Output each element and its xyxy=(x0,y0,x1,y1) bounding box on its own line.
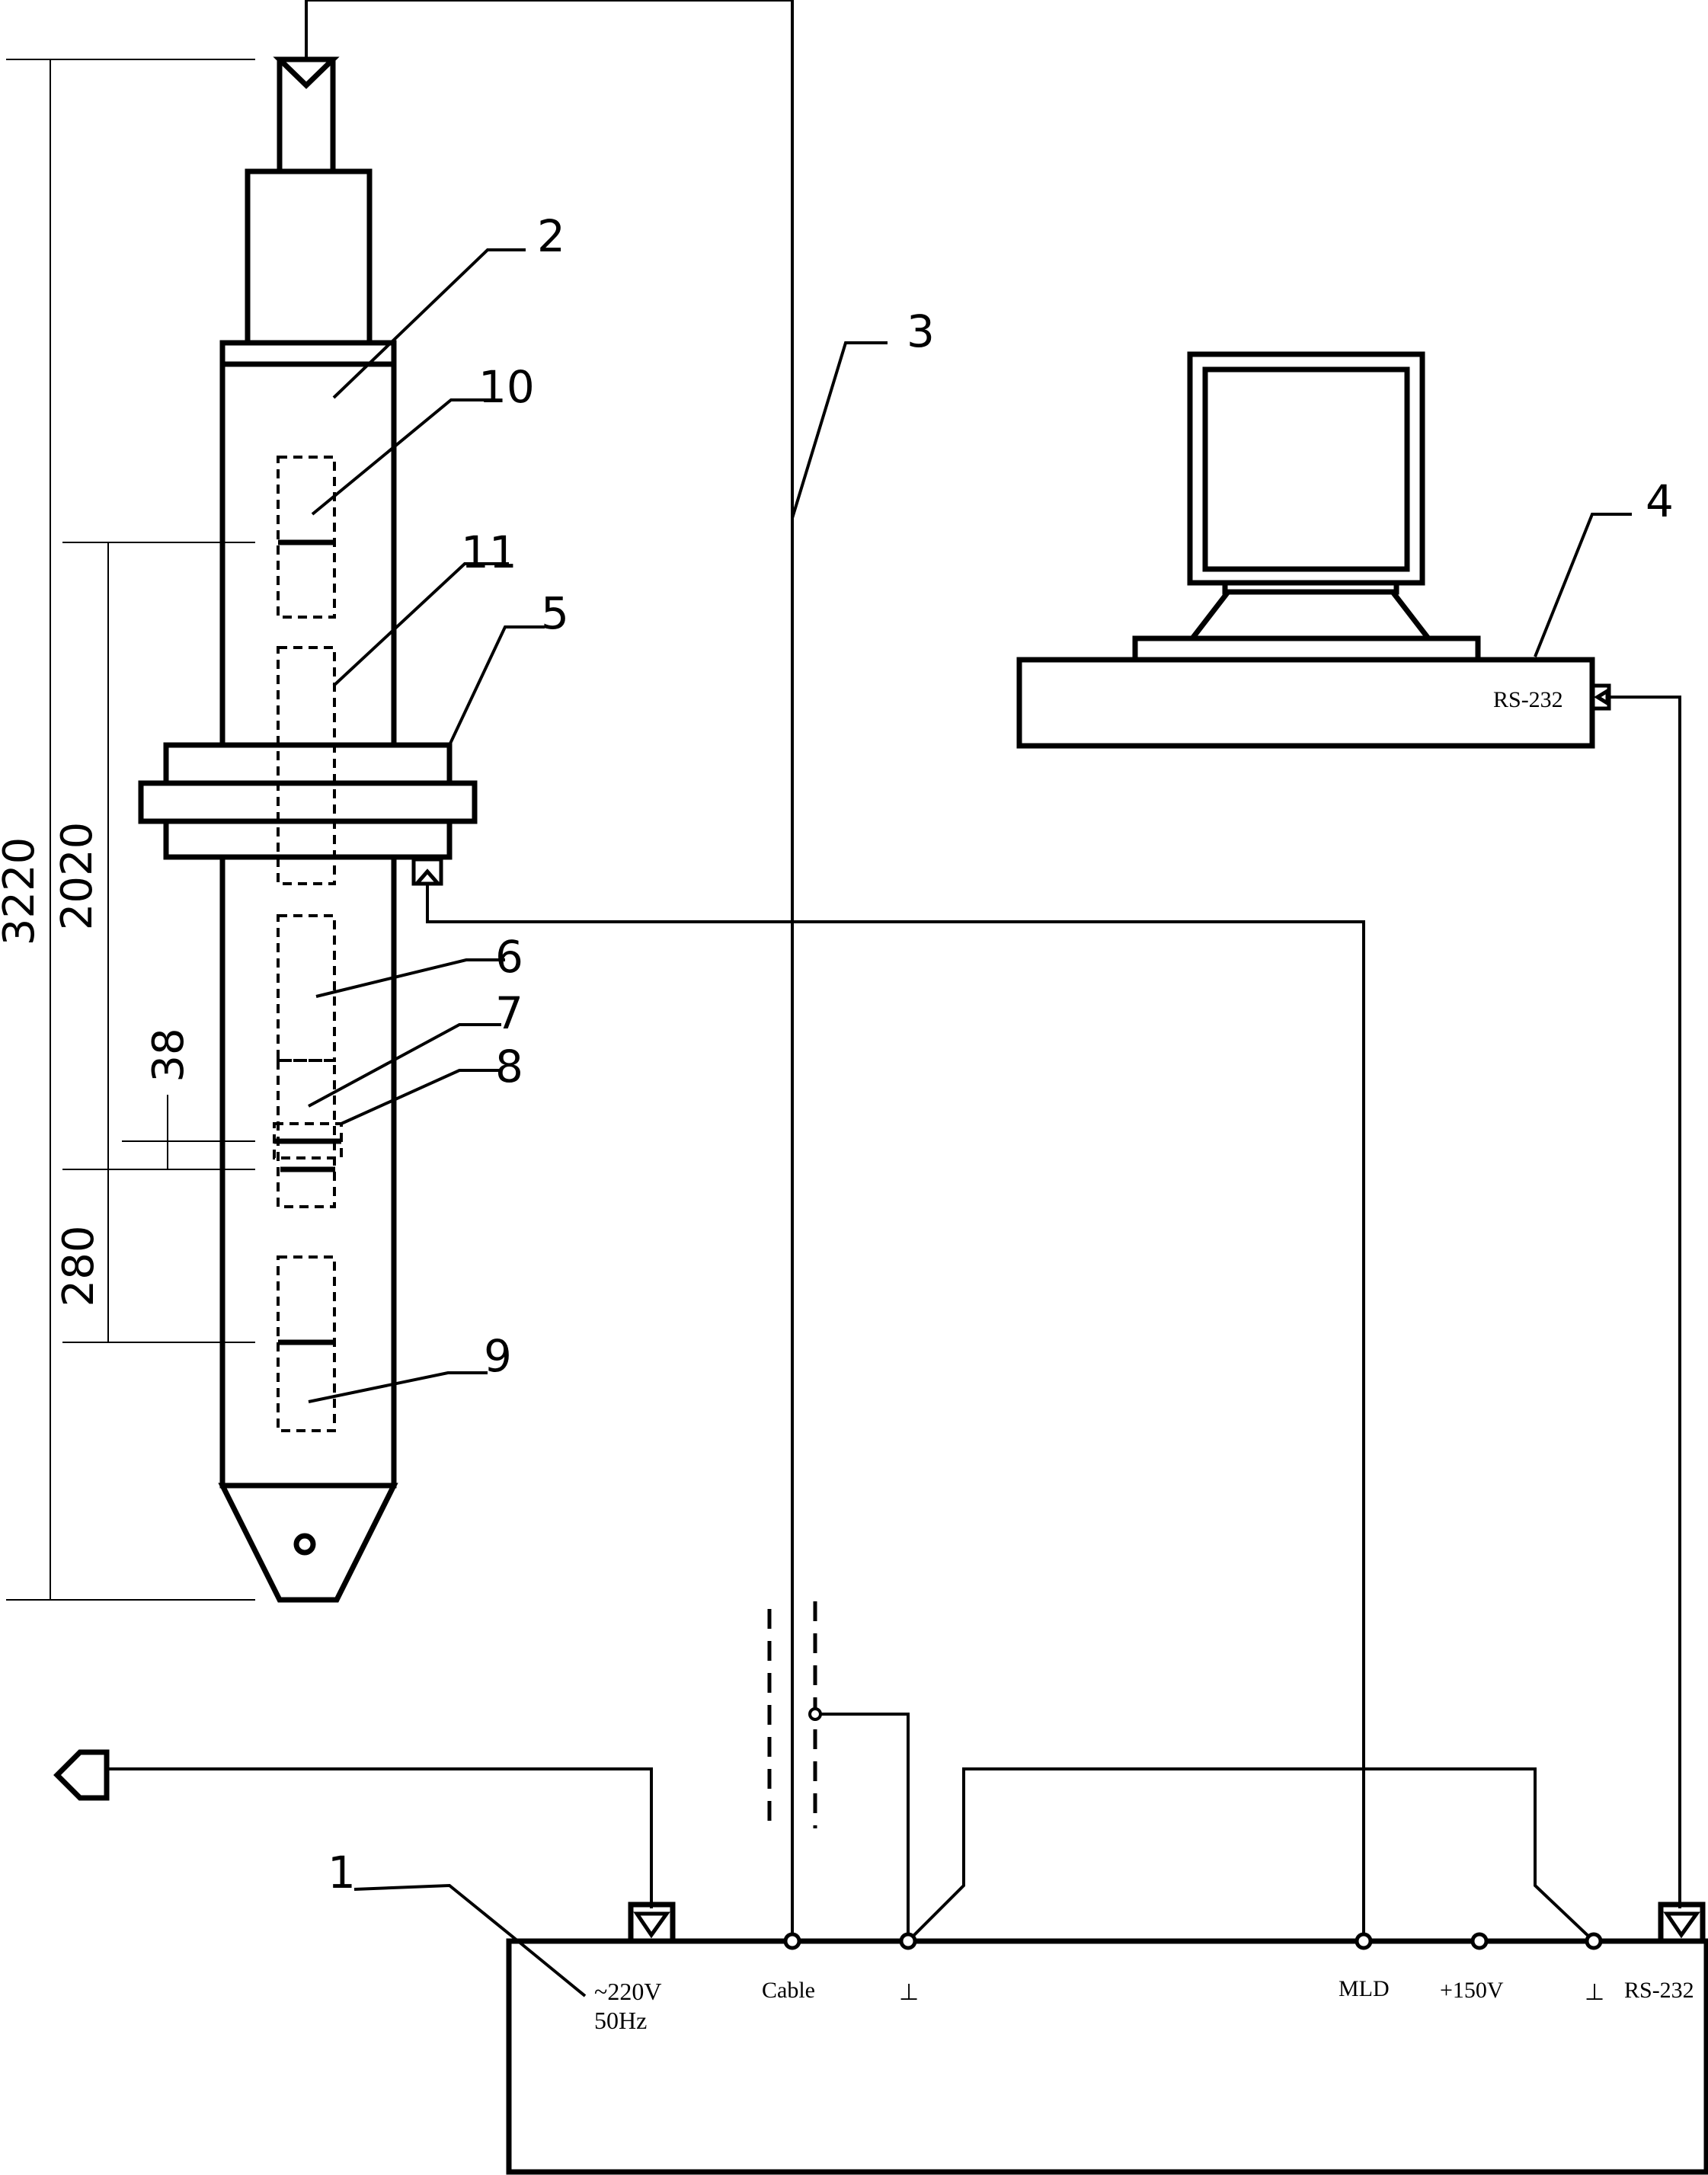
callout-4: 4 xyxy=(1646,475,1674,527)
callout-leaders xyxy=(308,248,1632,1997)
panel-ground1-label: ⊥ xyxy=(899,1980,919,2005)
probe-upper-section xyxy=(245,168,373,346)
callout-2: 2 xyxy=(537,210,565,262)
callout-10: 10 xyxy=(478,361,535,413)
probe-flange-plate xyxy=(138,780,478,824)
keyboard-base xyxy=(1132,635,1481,663)
computer-rs232-label: RS-232 xyxy=(1493,687,1563,712)
component-7 xyxy=(277,1059,336,1208)
panel-cable-label: Cable xyxy=(762,1978,815,2003)
callout-9: 9 xyxy=(484,1330,512,1382)
panel-power-label-2: 50Hz xyxy=(594,2007,647,2034)
terminal-cable xyxy=(783,1932,801,1950)
panel-mld-label: MLD xyxy=(1339,1976,1390,2001)
control-panel xyxy=(506,1902,1708,2175)
panel-rs232-socket-icon xyxy=(1658,1902,1706,1944)
dimension-gap-label: 38 xyxy=(144,1028,194,1082)
component-11 xyxy=(277,646,336,885)
terminal-ground2 xyxy=(1585,1932,1603,1950)
panel-power-label-1: ~220V xyxy=(594,1978,661,2005)
callout-5: 5 xyxy=(541,587,569,639)
panel-rs232-label: RS-232 xyxy=(1624,1978,1694,2003)
terminal-plus150 xyxy=(1470,1932,1489,1950)
power-plug-icon xyxy=(53,1749,110,1801)
power-socket-icon xyxy=(628,1902,676,1944)
callout-1: 1 xyxy=(328,1847,356,1898)
probe-bottom-cone xyxy=(218,1483,398,1603)
probe-body xyxy=(219,340,397,1489)
monitor-frame xyxy=(1187,351,1425,586)
dimension-lower-label: 280 xyxy=(54,1226,104,1307)
callout-6: 6 xyxy=(495,931,523,983)
dimension-lines xyxy=(6,59,255,1601)
callout-3: 3 xyxy=(907,305,935,357)
control-panel-box xyxy=(506,1938,1708,2175)
probe-eyelet xyxy=(293,1533,316,1556)
callout-11: 11 xyxy=(461,526,517,578)
component-10 xyxy=(277,456,336,619)
panel-plus150-label: +150V xyxy=(1440,1978,1504,2003)
monitor-screen xyxy=(1202,366,1410,572)
component-6 xyxy=(277,914,336,1062)
dimension-total-label: 3220 xyxy=(0,837,44,946)
probe xyxy=(138,56,478,1603)
probe-connector-neck xyxy=(277,56,336,174)
dimension-upper-label: 2020 xyxy=(53,822,102,931)
terminal-ground1 xyxy=(899,1932,917,1950)
callout-8: 8 xyxy=(495,1041,523,1092)
computer xyxy=(1016,351,1611,749)
panel-ground2-label: ⊥ xyxy=(1585,1980,1604,2005)
probe-top-connector-icon xyxy=(273,56,340,89)
wiring xyxy=(107,0,1681,1943)
shield-tap-node xyxy=(808,1707,822,1721)
terminal-mld xyxy=(1355,1932,1373,1950)
callout-7: 7 xyxy=(495,987,523,1039)
